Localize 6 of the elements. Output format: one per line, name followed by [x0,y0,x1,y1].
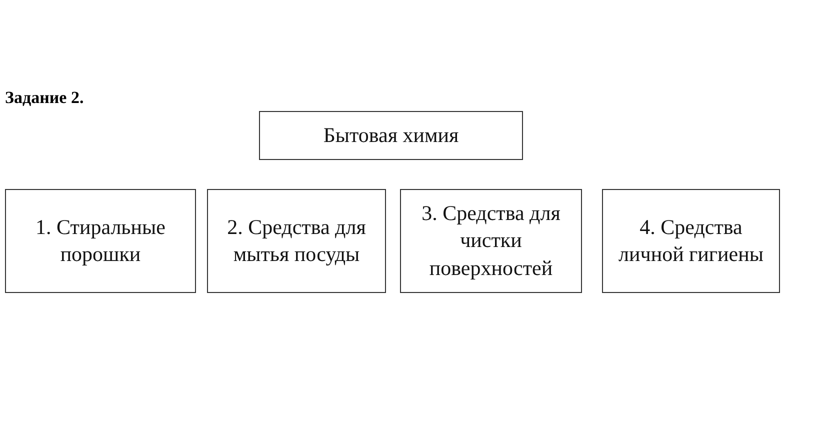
item-box: 2. Средства для мытья посуды [207,189,386,293]
item-box: 1. Стиральные порошки [5,189,196,293]
task-heading: Задание 2. [5,88,84,108]
category-box: Бытовая химия [259,111,523,160]
item-box: 4. Средства личной гигиены [602,189,780,293]
item-box: 3. Средства для чистки поверхностей [400,189,582,293]
